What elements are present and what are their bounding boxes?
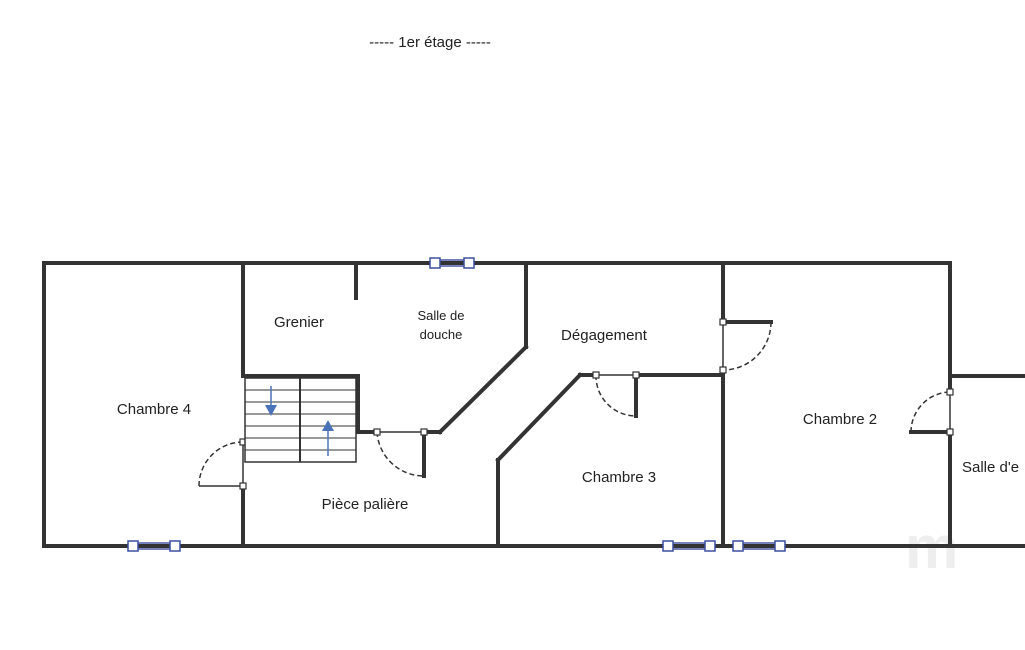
room-label-chambre-2: Chambre 2 <box>803 411 877 428</box>
arrow-up-icon <box>322 420 334 456</box>
room-label-salle-de-douche-line2: douche <box>420 327 463 342</box>
window-top <box>429 257 475 269</box>
window-chambre4 <box>127 540 181 552</box>
room-label-salle-de-douche-line1: Salle de <box>418 308 465 323</box>
staircase <box>244 377 357 463</box>
door-openings <box>242 322 951 486</box>
room-label-degagement: Dégagement <box>561 327 648 344</box>
floor-title: ----- 1er étage ----- <box>369 34 491 51</box>
outer-walls <box>42 261 1025 548</box>
room-label-chambre-4: Chambre 4 <box>117 401 191 418</box>
room-label-chambre-3: Chambre 3 <box>582 469 656 486</box>
window-chambre3 <box>662 540 716 552</box>
window-chambre2 <box>732 540 786 552</box>
room-label-grenier: Grenier <box>274 314 324 331</box>
room-label-piece-paliere: Pièce palière <box>322 496 409 513</box>
room-label-salle-d-eau: Salle d'e <box>962 459 1019 476</box>
door-swings <box>198 321 951 487</box>
arrow-down-icon <box>265 386 277 416</box>
